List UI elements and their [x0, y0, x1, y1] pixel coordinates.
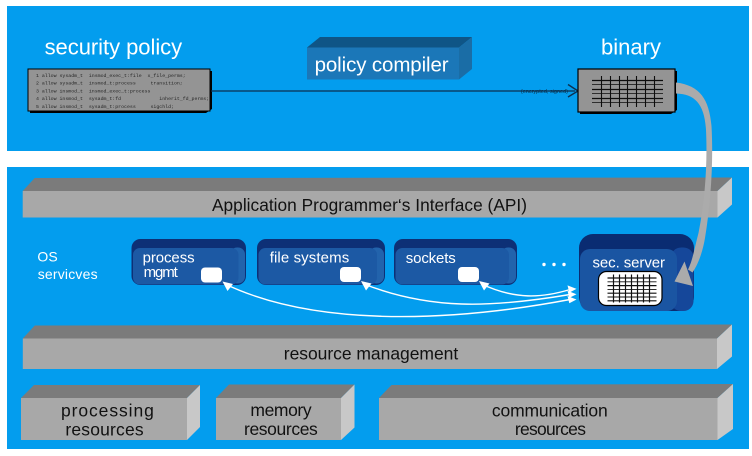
svg-text:1 allow sysadm_t insmod_exec_: 1 allow sysadm_t insmod_exec_t:file x_fi…: [36, 73, 186, 79]
svg-text:sockets: sockets: [406, 250, 456, 267]
svg-text:OS: OS: [37, 248, 57, 264]
svg-text:processing: processing: [61, 401, 154, 421]
svg-text:4 allow insmod_t sysadm_t:fd: 4 allow insmod_t sysadm_t:fd inherit_fd_…: [36, 96, 209, 102]
svg-text:resource management: resource management: [284, 344, 459, 364]
svg-text:binary: binary: [601, 34, 661, 59]
svg-text:sec. server: sec. server: [593, 255, 666, 272]
svg-text:(encrypted, signed): (encrypted, signed): [521, 89, 568, 95]
svg-text:resources: resources: [244, 419, 318, 439]
svg-text:5 allow insmod_t sysadm_t:pro: 5 allow insmod_t sysadm_t:process sigchl…: [36, 104, 174, 110]
svg-text:Application Programmer‘s Inter: Application Programmer‘s Interface (API): [212, 195, 527, 215]
svg-text:memory: memory: [250, 400, 311, 420]
svg-text:resources: resources: [65, 420, 143, 440]
svg-text:policy compiler: policy compiler: [315, 54, 449, 77]
svg-text:security policy: security policy: [45, 34, 183, 59]
svg-text:2 allow sysadm_t insmod_t:pro: 2 allow sysadm_t insmod_t:process transi…: [36, 81, 183, 87]
svg-text:communication: communication: [492, 401, 608, 421]
svg-text:servicves: servicves: [38, 266, 98, 282]
svg-text:file systems: file systems: [270, 250, 350, 267]
svg-text:resources: resources: [515, 419, 586, 439]
svg-text:process: process: [143, 250, 195, 267]
svg-text:mgmt: mgmt: [144, 264, 179, 281]
svg-text:3 allow insmod_t insmod_exec_: 3 allow insmod_t insmod_exec_t:process: [36, 88, 151, 94]
